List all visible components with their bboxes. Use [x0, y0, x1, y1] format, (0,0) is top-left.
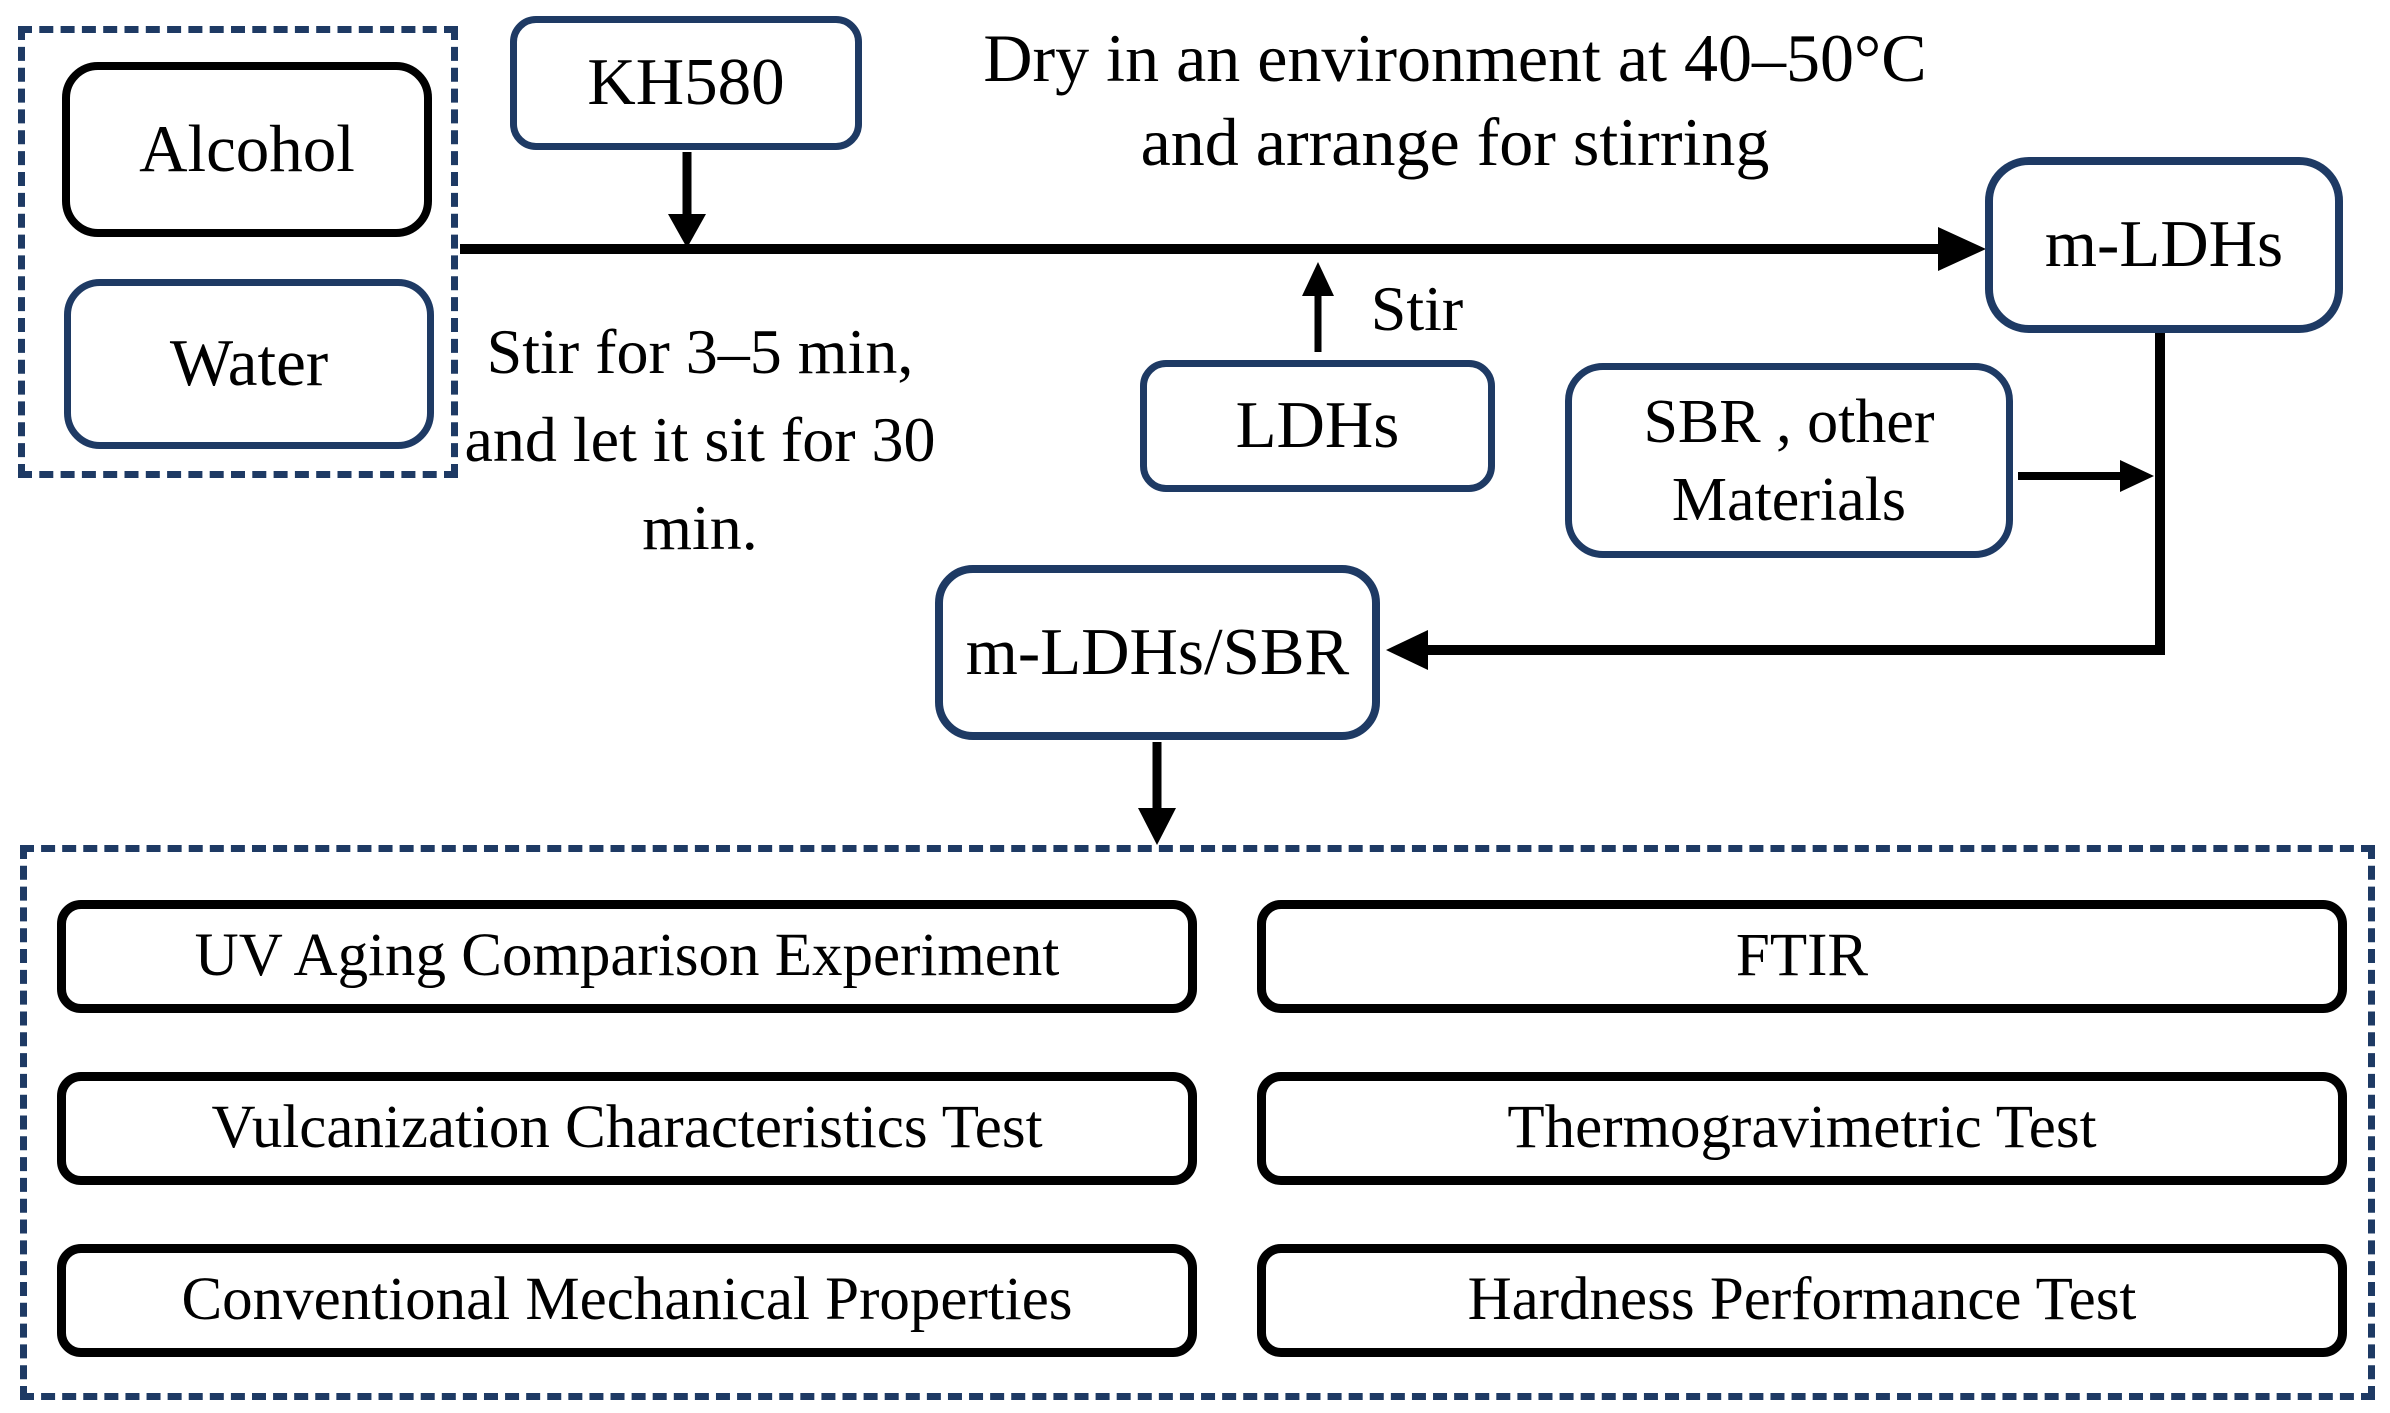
- m-ldhs-label: m-LDHs: [2044, 207, 2284, 282]
- stir-arrow-label: Stir: [1370, 273, 1464, 344]
- test-box-thermogravimetric: Thermogravimetric Test: [1257, 1072, 2347, 1185]
- test-label: Conventional Mechanical Properties: [181, 1266, 1073, 1334]
- test-box-vulcanization: Vulcanization Characteristics Test: [57, 1072, 1197, 1185]
- m-ldhs-box: m-LDHs: [1985, 157, 2343, 333]
- test-label: Vulcanization Characteristics Test: [211, 1094, 1043, 1162]
- arrow-main-to-mldhs: [460, 227, 1986, 271]
- arrow-sbr-right: [2018, 460, 2154, 492]
- alcohol-box: Alcohol: [62, 62, 432, 237]
- inputs-dashed-group: Alcohol Water: [18, 26, 458, 478]
- test-label: UV Aging Comparison Experiment: [194, 922, 1060, 990]
- m-ldhs-sbr-label: m-LDHs/SBR: [965, 614, 1350, 689]
- test-box-mechanical-properties: Conventional Mechanical Properties: [57, 1244, 1197, 1357]
- kh580-label: KH580: [587, 45, 785, 120]
- stir-note: Stir for 3–5 min, and let it sit for 30 …: [400, 308, 1000, 572]
- tests-dashed-group: UV Aging Comparison Experiment FTIR Vulc…: [20, 845, 2375, 1400]
- test-label: FTIR: [1735, 922, 1869, 990]
- dry-note: Dry in an environment at 40–50°C and arr…: [945, 16, 1965, 184]
- sbr-label-line1: SBR , other: [1643, 387, 1935, 456]
- ldhs-box: LDHs: [1140, 360, 1495, 492]
- test-label: Thermogravimetric Test: [1507, 1094, 2097, 1162]
- dry-note-line1: Dry in an environment at 40–50°C: [983, 20, 1927, 96]
- water-label: Water: [169, 326, 329, 401]
- water-box: Water: [64, 279, 434, 449]
- stir-note-line2: and let it sit for 30 min.: [464, 404, 936, 563]
- arrow-mldhssbr-down: [1138, 742, 1176, 845]
- dry-note-line2: and arrange for stirring: [1140, 104, 1770, 180]
- ldhs-label: LDHs: [1235, 388, 1400, 463]
- stir-note-line1: Stir for 3–5 min,: [486, 316, 914, 387]
- test-label: Hardness Performance Test: [1467, 1266, 2137, 1334]
- m-ldhs-sbr-box: m-LDHs/SBR: [935, 565, 1380, 740]
- test-box-ftir: FTIR: [1257, 900, 2347, 1013]
- arrow-kh580-down: [668, 152, 706, 248]
- test-box-uv-aging: UV Aging Comparison Experiment: [57, 900, 1197, 1013]
- kh580-box: KH580: [510, 16, 862, 150]
- alcohol-label: Alcohol: [139, 111, 355, 186]
- arrow-stir-up: [1302, 262, 1334, 352]
- test-box-hardness: Hardness Performance Test: [1257, 1244, 2347, 1357]
- sbr-box: SBR , other Materials: [1565, 363, 2013, 558]
- sbr-label-line2: Materials: [1671, 465, 1907, 534]
